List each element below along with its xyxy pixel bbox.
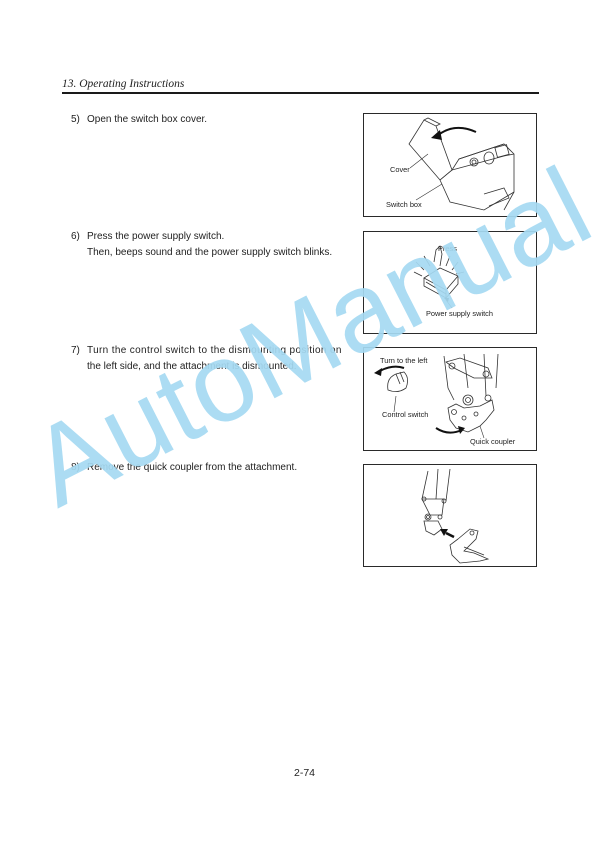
step-6: 6) Press the power supply switch. Then, b… — [71, 229, 332, 261]
step-text: Press the power supply switch. — [87, 231, 225, 242]
figure-power-supply-switch: Press Power supply switch — [363, 231, 537, 334]
label-turn-to-the-left: Turn to the left — [380, 356, 428, 365]
figure-remove-quick-coupler — [363, 464, 537, 567]
header-divider — [62, 92, 539, 94]
step-text: Remove the quick coupler from the attach… — [87, 462, 298, 473]
step-8: 8) Remove the quick coupler from the atta… — [71, 460, 297, 476]
step-number: 6) — [71, 231, 80, 242]
step-text-continued: Then, beeps sound and the power supply s… — [87, 247, 333, 258]
step-number: 7) — [71, 345, 80, 356]
step-number: 8) — [71, 462, 80, 473]
quick-coupler-illustration — [374, 353, 499, 439]
figure-switch-box-cover: Cover Switch box — [363, 113, 537, 217]
page-number: 2-74 — [294, 767, 316, 779]
step-text: Open the switch box cover. — [87, 114, 208, 125]
label-cover: Cover — [390, 165, 410, 174]
step-5: 5) Open the switch box cover. — [71, 112, 207, 128]
step-number: 5) — [71, 114, 80, 125]
figure-control-switch-quick-coupler: Turn to the left Control switch Quick co… — [363, 347, 537, 451]
label-power-supply-switch: Power supply switch — [426, 309, 493, 318]
step-text: Turn the control switch to the dismounti… — [87, 345, 342, 356]
switch-box-illustration — [408, 117, 515, 211]
label-switch-box: Switch box — [386, 200, 422, 209]
label-press: Press — [438, 244, 457, 253]
label-quick-coupler: Quick coupler — [470, 437, 516, 446]
power-switch-illustration — [413, 245, 465, 309]
section-header-title: 13. Operating Instructions — [62, 78, 185, 90]
step-text-continued: the left side, and the attachment is dis… — [87, 361, 297, 372]
bucket-attachment-illustration — [421, 468, 490, 564]
label-control-switch: Control switch — [382, 410, 429, 419]
step-7: 7) Turn the control switch to the dismoun… — [71, 343, 342, 375]
